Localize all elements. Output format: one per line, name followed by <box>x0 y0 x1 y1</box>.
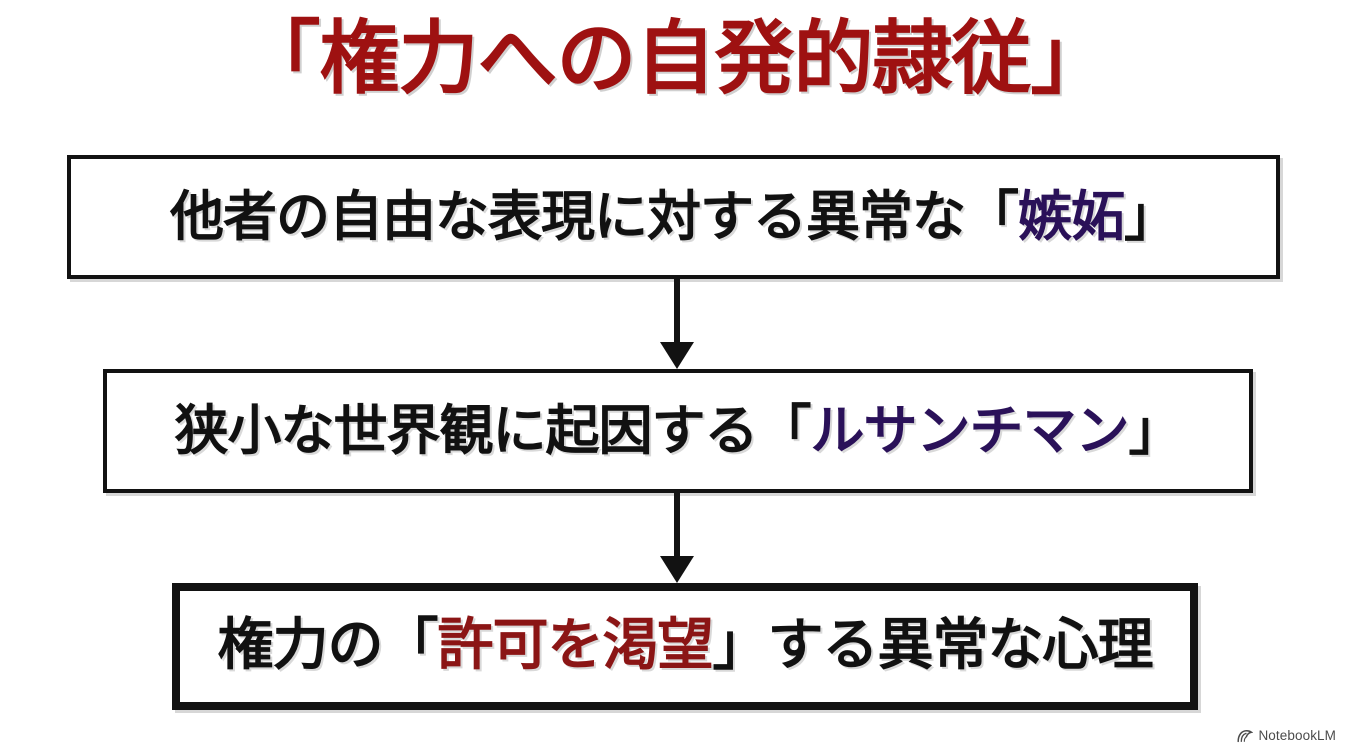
flow-node-1-label: 他者の自由な表現に対する異常な「嫉妬」 <box>170 184 1178 248</box>
flow-node-3: 権力の「許可を渇望」する異常な心理 <box>172 583 1198 710</box>
arrow-head-icon <box>660 342 694 369</box>
flow-node-1-bracket-close: 」 <box>1124 184 1178 248</box>
flow-node-3-bracket-close: 」 <box>712 613 769 679</box>
flow-node-3-segment-plain-tail: する異常な心理 <box>767 613 1154 679</box>
flow-node-1: 他者の自由な表現に対する異常な「嫉妬」 <box>67 155 1280 279</box>
flow-node-2-label: 狭小な世界観に起因する「ルサンチマン」 <box>174 398 1183 462</box>
flow-node-1-accent: 嫉妬 <box>1018 184 1125 248</box>
connector-arrow-down-2 <box>657 493 697 583</box>
connector-arrow-down-1 <box>657 279 697 369</box>
arrow-shaft <box>674 493 680 557</box>
flow-node-2-segment-plain: 狭小な世界観に起因する <box>174 398 759 462</box>
flow-node-2-bracket-close: 」 <box>1128 398 1183 462</box>
flow-node-3-label: 権力の「許可を渇望」する異常な心理 <box>217 613 1154 679</box>
flow-node-3-bracket-open: 「 <box>382 613 439 679</box>
notebooklm-icon <box>1237 729 1254 743</box>
notebooklm-watermark: NotebookLM <box>1237 728 1336 743</box>
page-title: 「権力への自発的隷従」 <box>240 12 1111 105</box>
flow-node-2-accent: ルサンチマン <box>810 398 1130 462</box>
flow-node-3-segment-plain-lead: 権力の <box>217 613 384 679</box>
notebooklm-label: NotebookLM <box>1258 728 1336 743</box>
flow-node-1-bracket-open: 「 <box>965 184 1019 248</box>
arrow-head-icon <box>660 556 694 583</box>
flow-node-2: 狭小な世界観に起因する「ルサンチマン」 <box>103 369 1253 493</box>
flow-node-2-bracket-open: 「 <box>757 398 812 462</box>
flow-node-3-accent: 許可を渇望 <box>437 613 714 679</box>
arrow-shaft <box>674 279 680 343</box>
flow-node-1-segment-plain: 他者の自由な表現に対する異常な <box>170 184 966 248</box>
